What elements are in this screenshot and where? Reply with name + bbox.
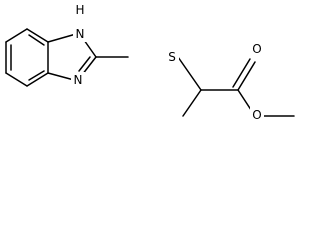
atom-label-h: H	[75, 3, 84, 17]
atom-label-nh-n: N	[76, 27, 85, 41]
bond-benzene-inner-3	[28, 34, 45, 46]
side-chain	[95, 56, 295, 117]
atom-label-sulfur: S	[168, 50, 176, 64]
bond-s-calpha	[177, 56, 202, 91]
bond-c7a-n1	[47, 33, 77, 43]
bond-benzene-2	[5, 72, 28, 87]
atom-label-ester-o: O	[252, 108, 261, 122]
atom-ester-o: O	[250, 107, 264, 123]
atom-sulfur: S	[165, 49, 179, 65]
atom-carbonyl-o: O	[250, 41, 264, 57]
benzene-ring	[5, 28, 49, 87]
bond-benzene-5	[26, 28, 49, 43]
atom-imine-n: N	[71, 72, 85, 88]
bond-n1-c2	[83, 39, 97, 58]
imidazole-ring	[47, 33, 97, 81]
benzimidazolylthio-propanoate-structure: H N N S O O	[5, 2, 295, 123]
bond-carbonyl-o-2	[232, 58, 251, 88]
bond-benzene-3	[26, 72, 49, 87]
bond-n3-c3a	[47, 72, 75, 81]
bond-c2-n3-double	[78, 56, 91, 72]
atom-label-carbonyl-o: O	[252, 42, 261, 56]
bond-benzene-6	[5, 28, 28, 43]
atom-nh: H N	[73, 2, 87, 42]
bond-calpha-methyl	[182, 89, 202, 117]
bond-benzene-inner-2	[28, 70, 45, 81]
atom-label-imine-n: N	[74, 73, 83, 87]
bond-carbonyl-o-1	[237, 61, 256, 91]
